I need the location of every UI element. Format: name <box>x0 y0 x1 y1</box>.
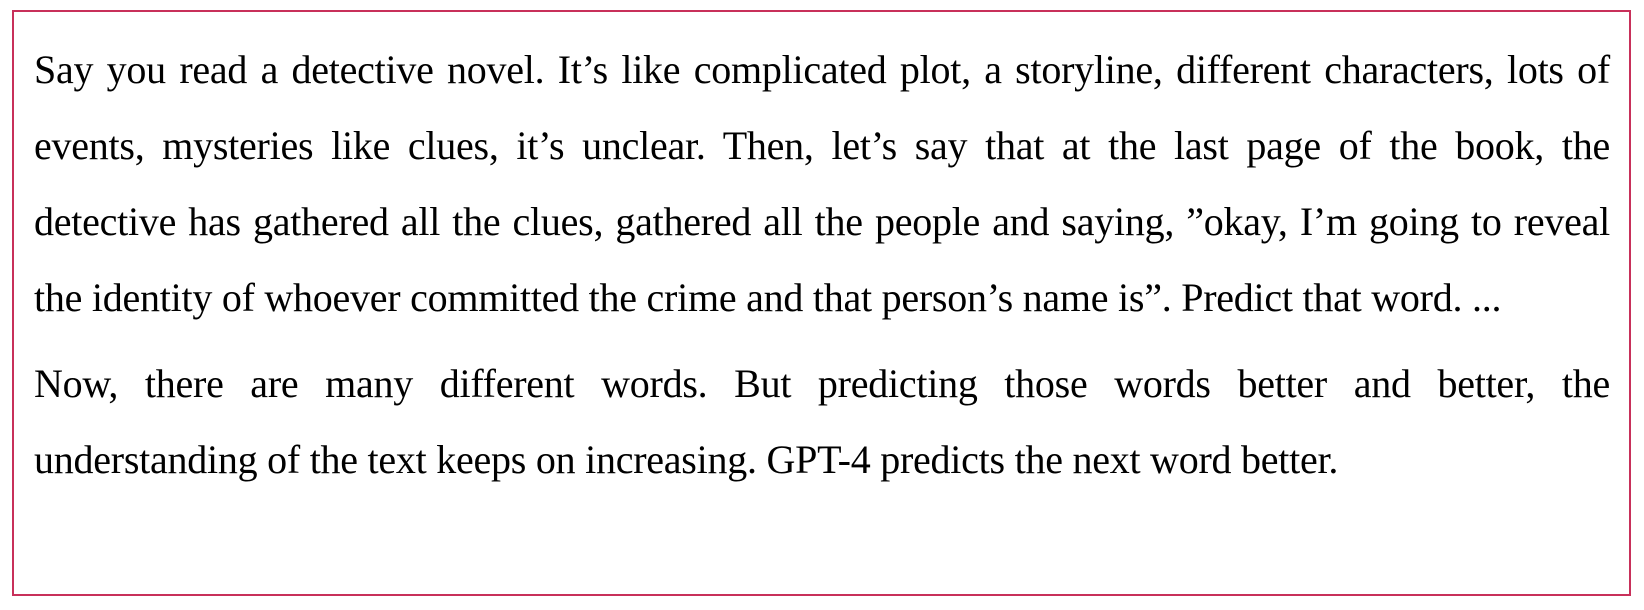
paragraph-1: Say you read a detective novel. It’s lik… <box>34 47 1610 320</box>
quote-box: Say you read a detective novel. It’s lik… <box>12 10 1631 596</box>
paragraph-2: Now, there are many different words. But… <box>34 361 1610 482</box>
